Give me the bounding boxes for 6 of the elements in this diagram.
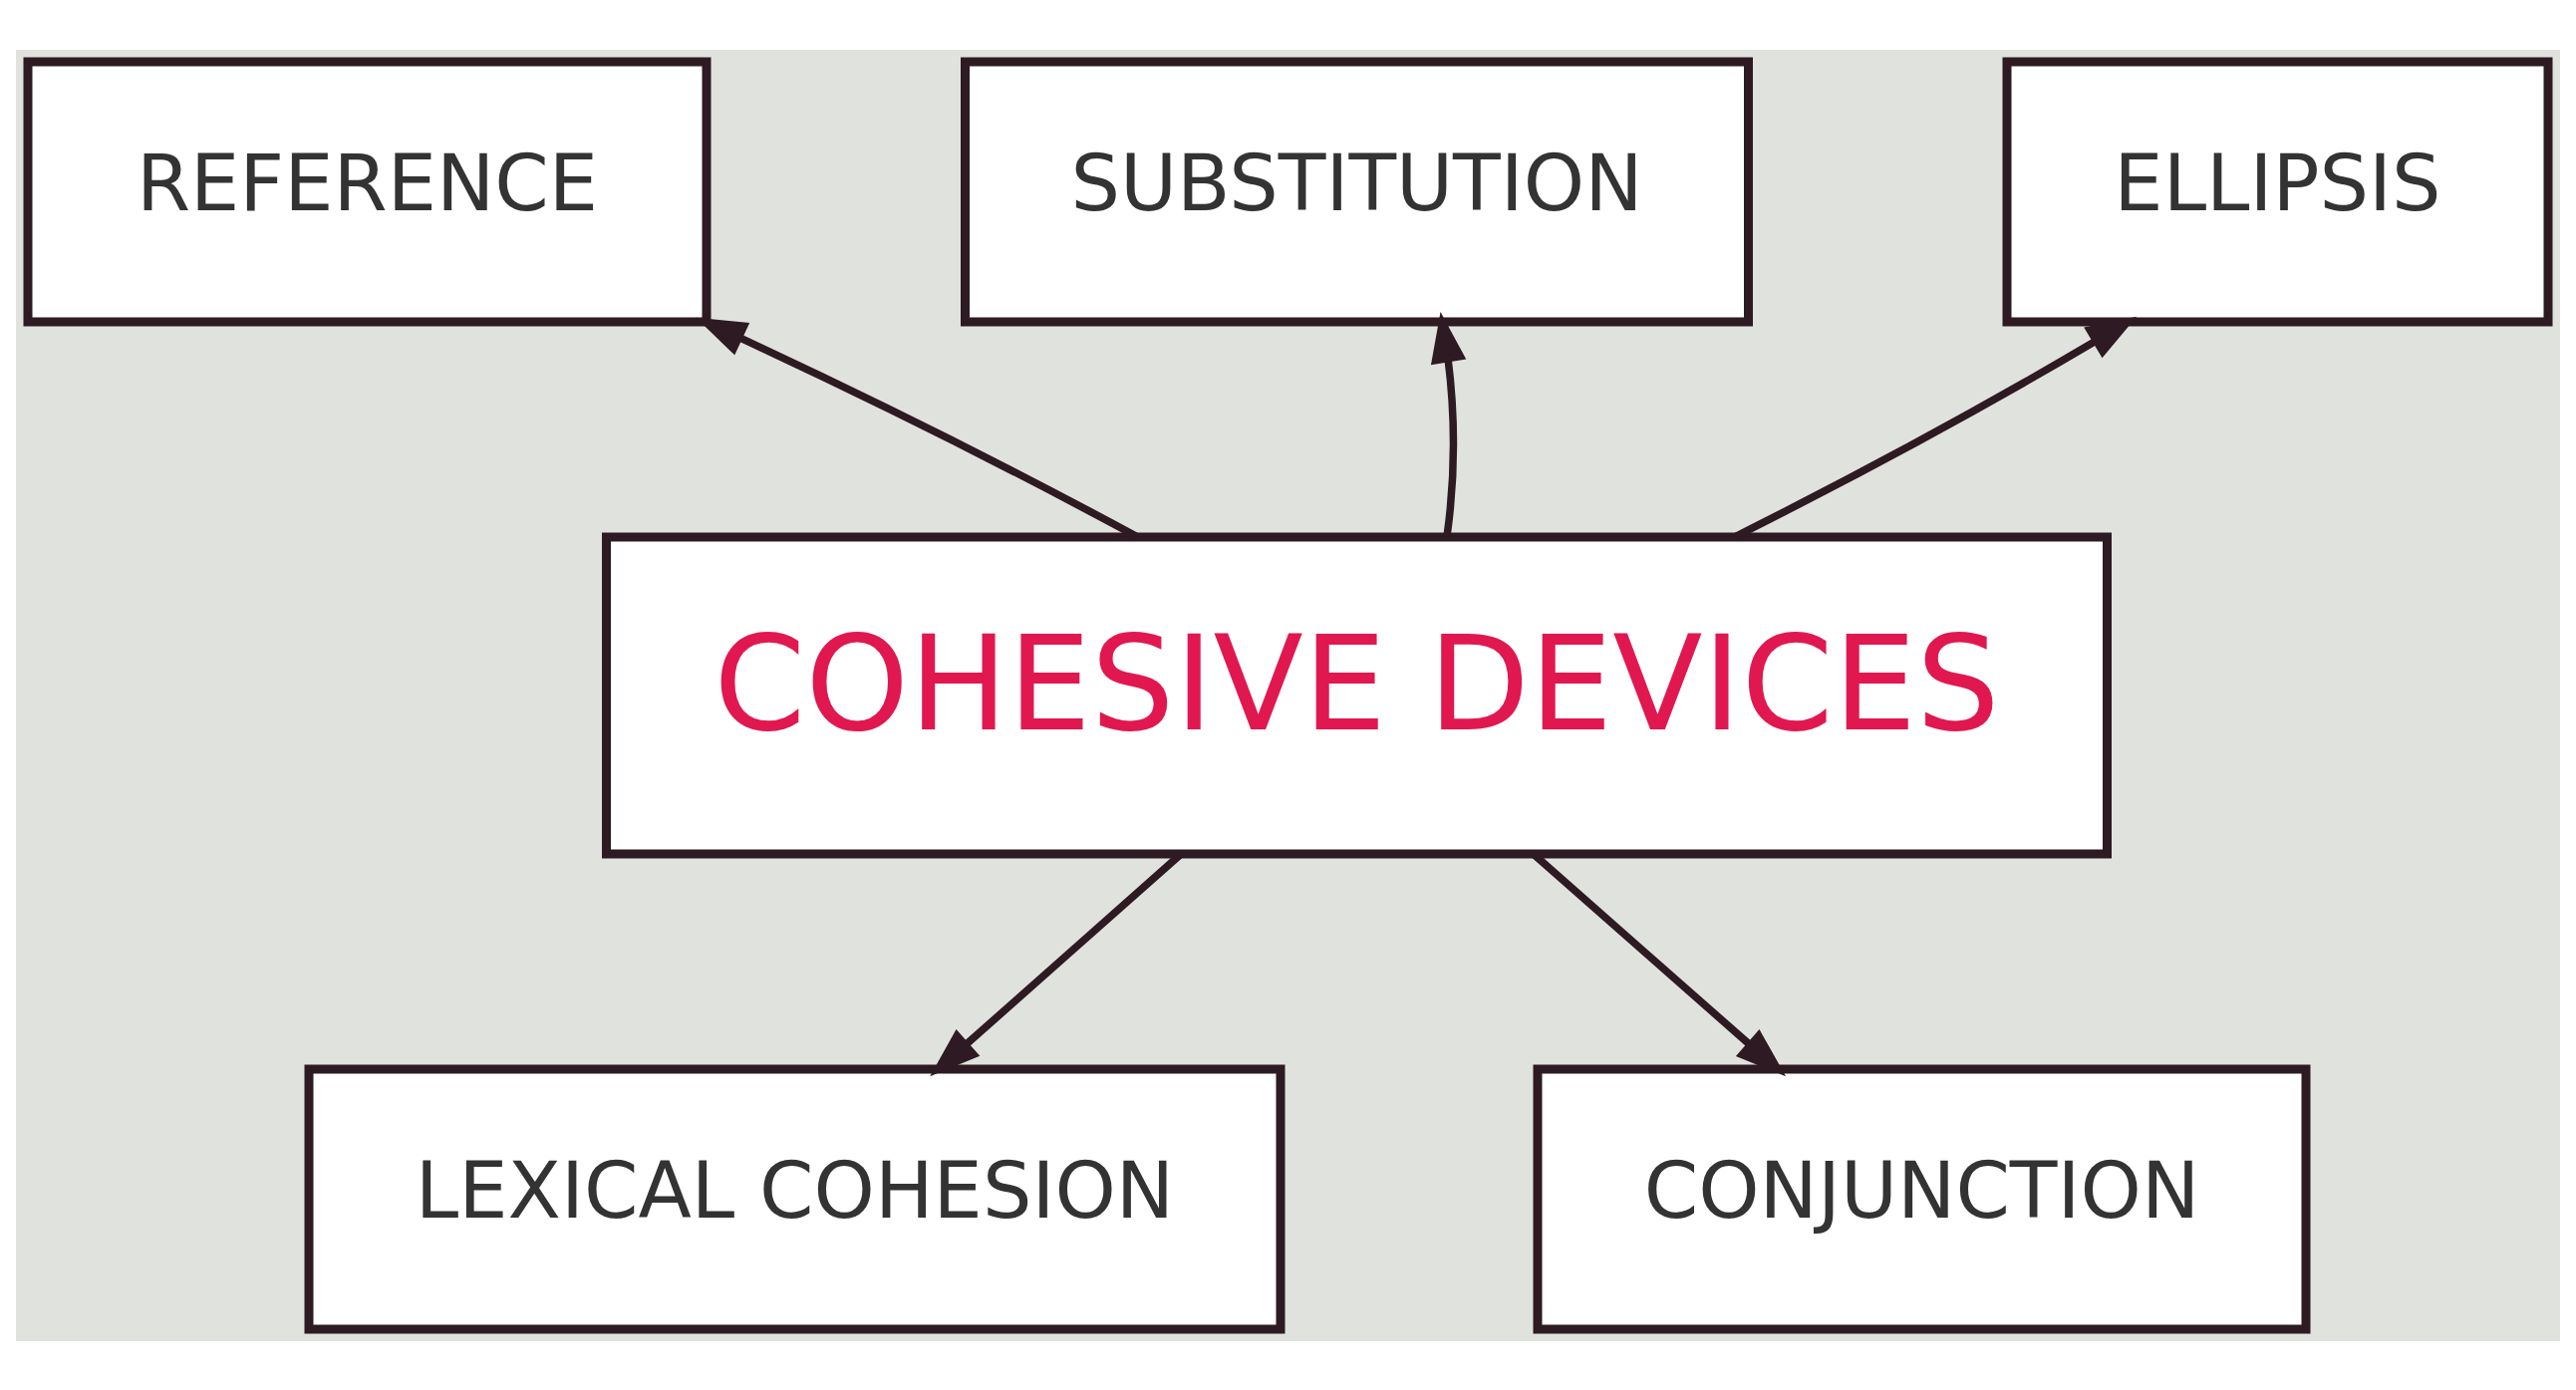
node-box: SUBSTITUTION [961, 57, 1753, 326]
node-box: COHESIVE DEVICES [602, 532, 2112, 858]
node-box: CONJUNCTION [1533, 1064, 2311, 1333]
node-box: REFERENCE [23, 57, 712, 326]
node-box: LEXICAL COHESION [304, 1064, 1286, 1333]
node-box: ELLIPSIS [2002, 57, 2553, 326]
